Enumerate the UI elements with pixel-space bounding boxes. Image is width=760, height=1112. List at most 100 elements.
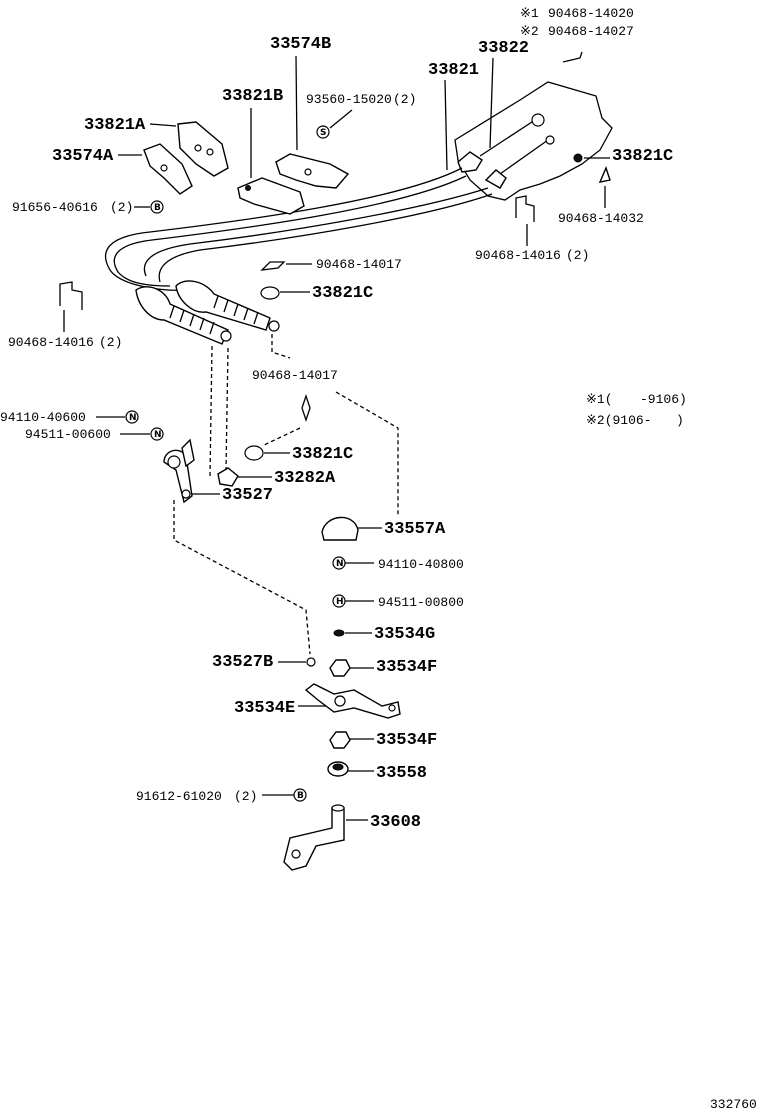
bushing-33534F-lower [329,731,351,749]
bracket-33574A [143,143,193,195]
label-33608: 33608 [370,813,421,832]
leader-33574B [295,55,298,151]
cable-boot-upper [175,280,280,332]
label-91612-61020: 91612-61020 [136,789,222,804]
washer-n-symbol: N [154,430,162,440]
lever-33534E-pivot [334,695,346,707]
rod-eye-2 [545,135,555,145]
label-33821: 33821 [428,61,479,80]
retainer-33821A [177,121,229,177]
clip-90468-14016-right [515,195,535,222]
label-90468-14016-left: 90468-14016 [8,335,94,350]
cable-rod-1 [479,119,536,157]
qty-90468-14016-left: (2) [99,335,122,350]
bolt-91612-61020 [293,788,307,802]
label-94511-00600: 94511-00600 [25,427,111,442]
label-33558: 33558 [376,764,427,783]
bolt-b-symbol: B [154,203,161,213]
label-33527B: 33527B [212,653,273,672]
label-33574A: 33574A [52,147,114,166]
select-cable-inner [113,175,467,287]
lever-33534E-pin [388,704,396,712]
lever-bracket-33527 [163,438,195,504]
ref1-mark: ※1 [520,6,539,21]
nut-94110-40600 [125,410,139,424]
label-94511-00800: 94511-00800 [378,595,464,610]
label-91656-40616: 91656-40616 [12,200,98,215]
label-33821B: 33821B [222,87,283,106]
retainer-33821B-hole [245,185,251,191]
cable-bracket-plate [454,81,613,201]
guide-lower-right [225,347,229,471]
guide-to-33821C-lower [261,427,301,447]
cable-end-grommet-2 [484,169,507,189]
leader-33821A [149,123,177,127]
note-2-close: ) [676,413,684,428]
screw-93560-15020 [316,125,330,139]
guide-to-33527B [173,500,311,655]
clip-33821C-middle [260,286,280,300]
nut-n-symbol: N [129,413,137,423]
bracket-33574B-hole [304,168,312,176]
diagram-id: 332760 [710,1097,757,1112]
label-33821C-middle: 33821C [312,284,373,303]
clip-90468-14016-left [59,281,83,310]
lever-33534E [304,683,401,719]
label-33821A: 33821A [84,116,146,135]
washer-94511-00800-symbol: H [336,597,344,607]
retainer-33821B [237,177,305,215]
bushing-33282A [217,467,239,487]
ref2-mark: ※2 [520,24,539,39]
label-33821C-top: 33821C [612,147,673,166]
label-33534F-lower: 33534F [376,731,437,750]
shift-cable-inner [158,193,493,283]
note-1-range: -9106) [640,392,687,407]
label-33534E: 33534E [234,699,295,718]
knob-33557A [321,516,359,541]
shift-cable-outer [143,187,489,277]
bracket-33574A-hole [160,164,168,172]
qty-91612-61020: (2) [234,789,257,804]
qty-93560-15020: (2) [393,92,416,107]
leader-33821 [444,79,448,171]
guide-to-knob [335,391,399,516]
label-33822: 33822 [478,39,529,58]
label-33527: 33527 [222,486,273,505]
washer-94511-00600 [150,427,164,441]
retainer-33821A-hole-2 [206,148,214,156]
shift-arm-33608 [283,804,345,871]
ref1-part-number: 90468-14020 [548,6,634,21]
label-90468-14017-upper: 90468-14017 [316,257,402,272]
leader-33822 [489,57,494,149]
label-33534G: 33534G [374,625,435,644]
bushing-33534F-upper [329,659,351,677]
clip-shape-top [562,51,583,63]
select-cable-outer [105,167,463,291]
retainer-33821A-hole-1 [194,144,202,152]
bushing-33527B [306,657,316,667]
seat-33558-hole [332,763,344,771]
label-90468-14032: 90468-14032 [558,211,644,226]
nut-94110-40800-symbol: N [336,559,344,569]
qty-90468-14016-right: (2) [566,248,589,263]
cable-boot-lower [135,286,232,345]
screw-s-symbol: S [320,128,326,138]
clip-90468-14017-upper [260,261,286,271]
label-33534F-upper: 33534F [376,658,437,677]
label-90468-14017-lower: 90468-14017 [252,368,338,383]
note-1-mark: ※1( [586,392,613,407]
clip-33821C-lower [244,445,264,461]
ref2-part-number: 90468-14027 [548,24,634,39]
label-93560-15020: 93560-15020 [306,92,392,107]
qty-91656-40616: (2) [110,200,133,215]
bolt-91612-symbol: B [297,791,304,801]
label-33557A: 33557A [384,520,446,539]
note-2-mark: ※2(9106- [586,413,652,428]
label-94110-40800: 94110-40800 [378,557,464,572]
guide-rod-to-clip [271,334,291,359]
clip-33821C-top [573,153,583,163]
bracket-33574B [275,153,350,189]
label-33821C-lower: 33821C [292,445,353,464]
guide-lower-left [209,345,213,477]
